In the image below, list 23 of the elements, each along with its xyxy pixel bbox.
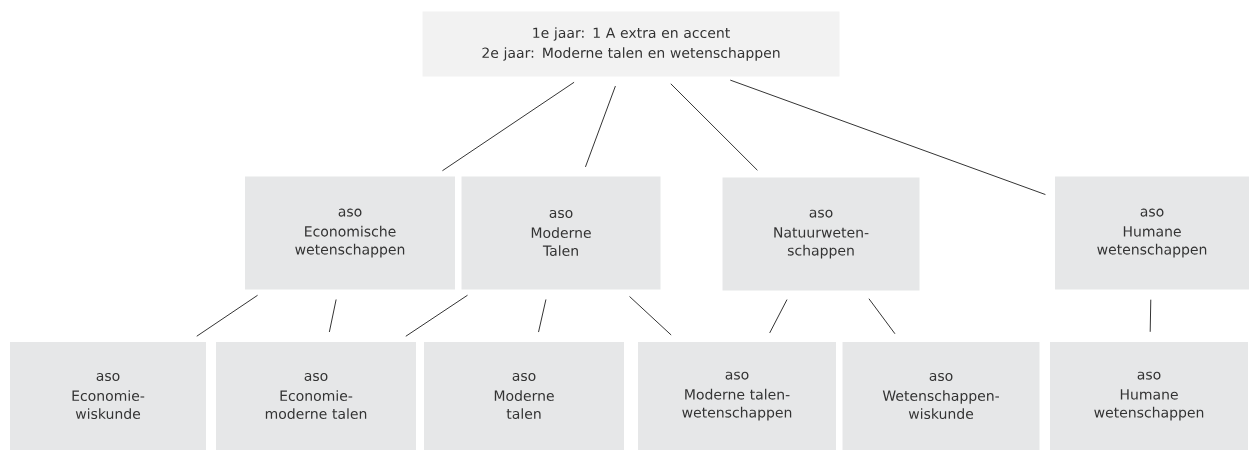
- connector-line: [196, 294, 258, 337]
- program-box: aso Moderne Talen: [461, 176, 661, 290]
- connector-line: [538, 299, 547, 333]
- program-box: aso Economie- wiskunde: [10, 342, 206, 450]
- program-box: aso Natuurweten- schappen: [722, 177, 920, 291]
- program-box: aso Moderne talen- wetenschappen: [638, 342, 836, 450]
- program-box: aso Wetenschappen- wiskunde: [842, 342, 1040, 450]
- program-box: aso Economie- moderne talen: [216, 342, 416, 450]
- program-box: aso Economische wetenschappen: [245, 176, 455, 290]
- connector-line: [729, 79, 1046, 195]
- connector-line: [328, 299, 337, 333]
- connector-line: [442, 81, 575, 172]
- connector-line: [769, 299, 788, 334]
- connector-line: [1149, 299, 1152, 333]
- connector-line: [405, 294, 468, 337]
- connector-line: [585, 85, 616, 168]
- program-box: aso Humane wetenschappen: [1050, 342, 1248, 450]
- program-box: aso Humane wetenschappen: [1055, 176, 1249, 290]
- program-box: aso Moderne talen: [424, 342, 624, 450]
- connector-line: [670, 83, 758, 171]
- heading-box: 1e jaar: 1 A extra en accent 2e jaar: Moderne talen en wetenschappen: [422, 11, 840, 77]
- connector-line: [629, 296, 672, 336]
- connector-line: [868, 298, 896, 335]
